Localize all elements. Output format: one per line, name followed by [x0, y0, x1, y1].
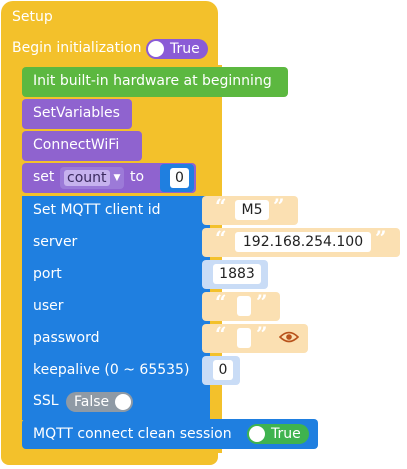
to-label: to: [130, 169, 145, 185]
toggle-knob: [115, 394, 132, 410]
setup-title: Setup: [12, 9, 53, 25]
ssl-label: SSL: [33, 393, 59, 409]
open-quote-icon: “: [215, 290, 227, 314]
set-label: set: [33, 169, 55, 185]
user-label: user: [33, 298, 64, 314]
begin-initialization-toggle[interactable]: True: [146, 39, 208, 59]
keepalive-input[interactable]: 0: [213, 360, 233, 380]
chevron-down-icon: ▼: [113, 173, 121, 183]
toggle-label: True: [271, 426, 301, 442]
mqtt-connect-label: MQTT connect clean session: [33, 426, 232, 442]
mqtt-client-id-label: Set MQTT client id: [33, 202, 161, 218]
connect-wifi-block[interactable]: [22, 131, 142, 161]
password-label: password: [33, 330, 100, 346]
close-quote-icon: ”: [375, 226, 387, 250]
toggle-knob: [249, 426, 265, 442]
user-input[interactable]: [237, 296, 251, 316]
toggle-knob: [148, 41, 164, 57]
close-quote-icon: ”: [256, 290, 268, 314]
keepalive-label: keepalive (0 ~ 65535): [33, 362, 190, 378]
port-input[interactable]: 1883: [213, 264, 261, 284]
init-hardware-block[interactable]: [22, 67, 288, 97]
toggle-label: True: [170, 41, 200, 57]
eye-icon[interactable]: [279, 329, 299, 345]
init-hardware-label: Init built-in hardware at beginning: [33, 73, 272, 89]
set-value-field[interactable]: 0: [170, 168, 189, 188]
variable-name: count: [64, 170, 110, 186]
open-quote-icon: “: [215, 226, 227, 250]
mqtt-setup-block[interactable]: [22, 196, 210, 420]
server-input[interactable]: 192.168.254.100: [235, 232, 371, 252]
close-quote-icon: ”: [273, 194, 285, 218]
close-quote-icon: ”: [256, 322, 268, 346]
set-variables-label: SetVariables: [33, 105, 120, 121]
connect-wifi-label: ConnectWiFi: [33, 137, 120, 153]
variable-dropdown[interactable]: count ▼: [60, 167, 124, 189]
begin-initialization-label: Begin initialization: [12, 40, 142, 56]
password-input[interactable]: [237, 328, 251, 348]
client-id-input[interactable]: M5: [235, 200, 269, 220]
port-label: port: [33, 266, 62, 282]
open-quote-icon: “: [215, 322, 227, 346]
toggle-label: False: [74, 394, 110, 410]
set-variables-block[interactable]: [22, 99, 132, 129]
clean-session-toggle[interactable]: True: [247, 424, 309, 444]
ssl-toggle[interactable]: False: [66, 392, 134, 412]
server-label: server: [33, 234, 78, 250]
open-quote-icon: “: [215, 194, 227, 218]
